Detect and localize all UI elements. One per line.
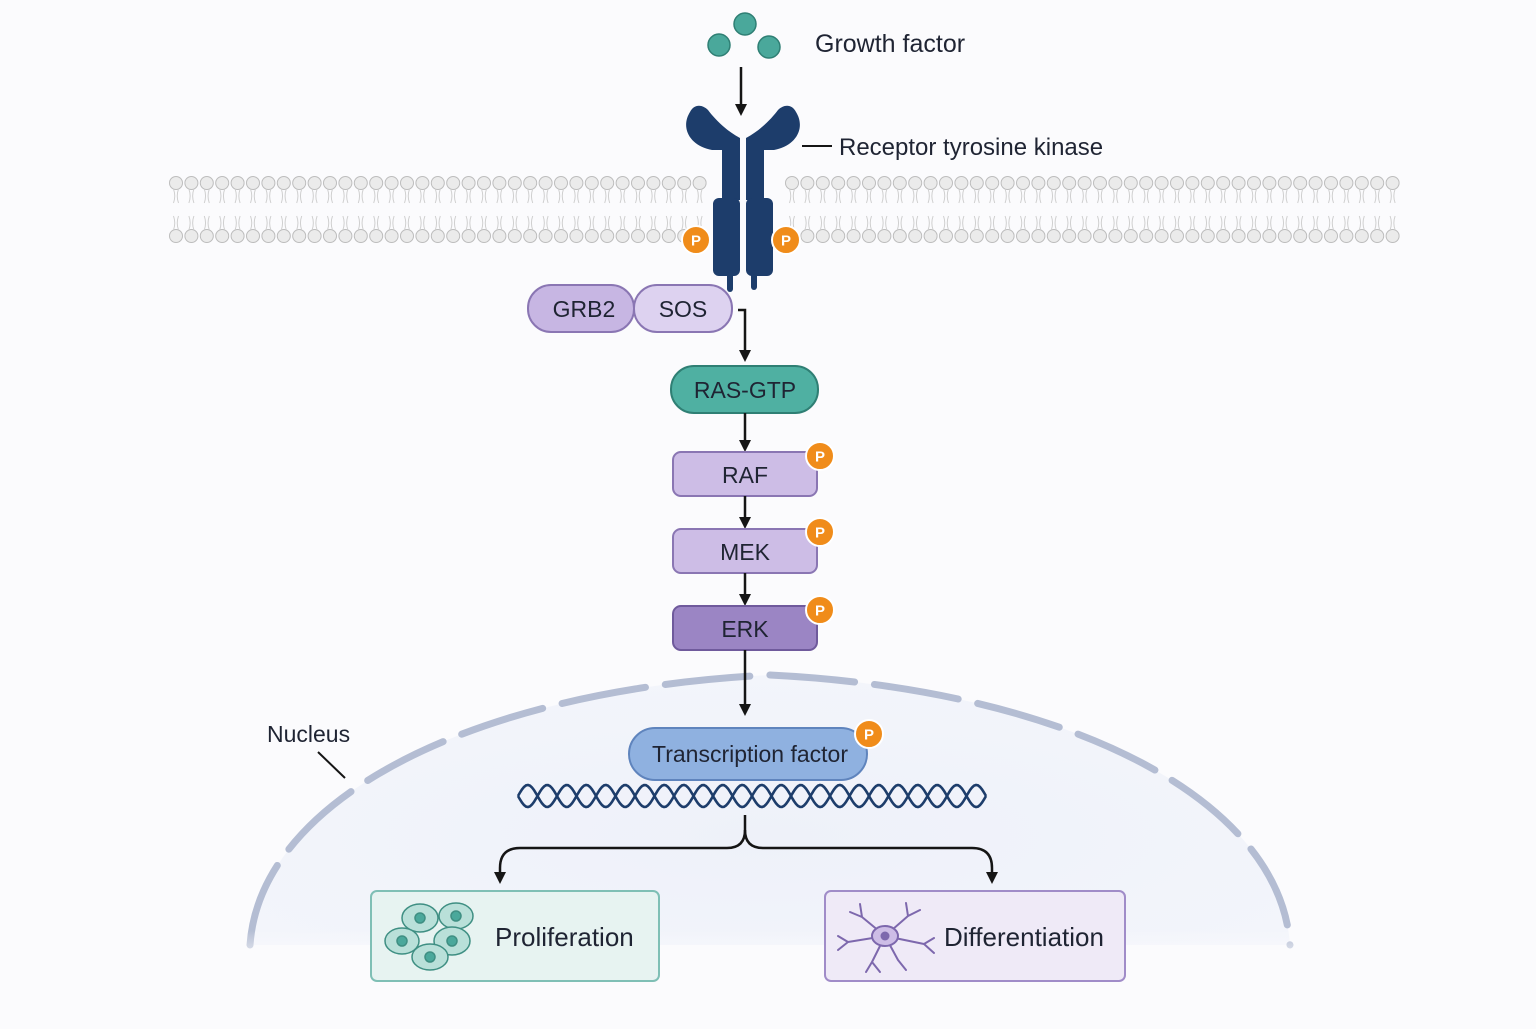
neuron-icon [837, 902, 935, 973]
receptor-label: Receptor tyrosine kinase [839, 134, 1103, 161]
ligand-molecule-icon [707, 33, 731, 57]
proliferation-label: Proliferation [495, 922, 634, 952]
phospho-badge: P [771, 225, 801, 255]
phospho-badge: P [805, 441, 835, 471]
svg-text:ERK: ERK [721, 616, 769, 642]
mek-node: MEK [672, 528, 818, 574]
growth-factor-ligand [707, 12, 781, 59]
svg-text:P: P [864, 727, 874, 744]
ras-gtp-node: RAS-GTP [670, 365, 819, 414]
differentiation-label: Differentiation [944, 922, 1104, 952]
svg-text:SOS: SOS [659, 296, 708, 322]
nuclear-envelope [246, 671, 1294, 949]
grb2-node: GRB2 [527, 284, 635, 333]
receptor-tyrosine-kinase [686, 105, 800, 292]
cell-cluster-icon [384, 902, 474, 971]
sos-node: SOS [633, 284, 733, 333]
svg-text:P: P [815, 603, 825, 620]
svg-text:Transcription factor: Transcription factor [652, 741, 848, 767]
sos-to-ras-arrow [738, 308, 751, 362]
svg-text:P: P [815, 449, 825, 466]
nucleus-leader-line [317, 751, 346, 779]
svg-text:MEK: MEK [720, 539, 771, 565]
transcription-factor-node: Transcription factor [628, 727, 868, 781]
svg-text:P: P [815, 525, 825, 542]
cell-membrane [169, 176, 1400, 243]
phospho-badge: P [854, 719, 884, 749]
phospho-badge: P [681, 225, 711, 255]
raf-node: RAF [672, 451, 818, 497]
growth-factor-label: Growth factor [815, 30, 965, 58]
outcome-branch-arrows [494, 815, 998, 884]
svg-text:GRB2: GRB2 [553, 296, 616, 322]
svg-text:P: P [781, 233, 791, 250]
differentiation-box: Differentiation [824, 890, 1126, 982]
svg-text:P: P [691, 233, 701, 250]
ligand-molecule-icon [733, 12, 757, 36]
ligand-molecule-icon [757, 35, 781, 59]
svg-text:RAS-GTP: RAS-GTP [694, 377, 796, 403]
proliferation-box: Proliferation [370, 890, 660, 982]
nucleus-label: Nucleus [267, 721, 350, 747]
svg-text:RAF: RAF [722, 462, 768, 488]
phospho-badge: P [805, 517, 835, 547]
phospho-badge: P [805, 595, 835, 625]
dna-helix-icon [516, 783, 988, 809]
erk-node: ERK [672, 605, 818, 651]
nucleus [230, 671, 1310, 970]
